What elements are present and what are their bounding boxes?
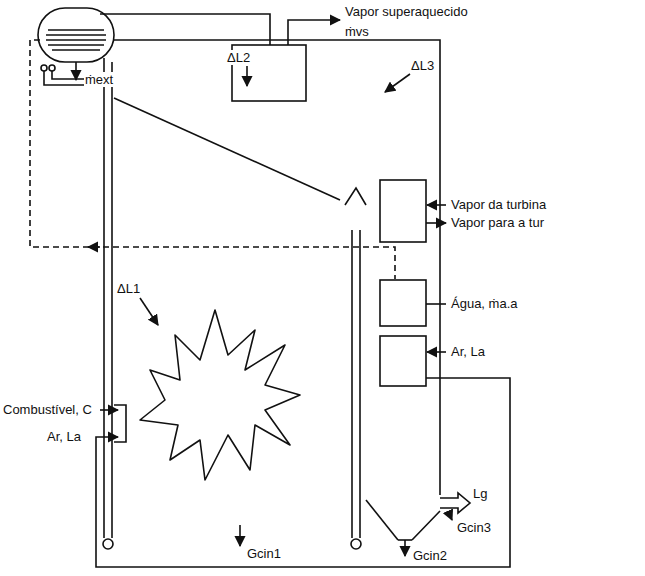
label: Vapor superaquecido [344,4,469,19]
drawing-stroke [52,49,100,51]
drawing-stroke [48,29,104,31]
label: Vapor para a tur [450,215,545,230]
boiler-casing [114,40,440,540]
steam-drum [38,8,114,62]
drawing-stroke [46,39,106,41]
boiler-structure [30,8,510,567]
rear-wall [351,230,353,538]
flue-gas-arrow [440,493,470,513]
ash-arrow [448,511,452,520]
label: Gcin2 [412,548,448,563]
label: Lg [472,486,488,501]
reheater [380,180,426,242]
water-wall [103,58,105,538]
lower-header [351,539,361,549]
furnace-nose [114,98,340,200]
drawing-stroke [359,230,361,538]
label: Gcin1 [246,546,282,561]
label: ṁvs [344,24,370,39]
reheat-outlet [426,222,446,224]
superheated-steam-arrow [288,20,340,45]
drawing-stroke [46,34,106,36]
feedwater-line [426,303,446,305]
label: ΔL3 [410,58,435,73]
lower-header [103,539,113,549]
blowdown-arrow [75,62,77,80]
reheat-inlet [427,204,446,206]
loss-arrow [385,74,410,92]
ash-hopper [366,500,398,540]
label: Água, ṁa.a [450,296,519,311]
loss-arrow [140,298,158,325]
drawing-stroke [48,44,104,46]
ash-arrow [404,540,406,556]
label: ΔL2 [226,50,251,65]
ash-arrow [239,525,241,546]
baffle [345,188,366,205]
label: Ar, La [450,344,486,359]
drawing-stroke [88,246,100,248]
economizer [380,280,426,326]
downcomer-header [49,65,55,71]
label: Gcin3 [456,520,492,535]
label: ΔL1 [116,281,141,296]
label: ṁext [84,72,114,87]
drawing-stroke [111,62,113,538]
feedwater-dashed [30,40,395,279]
air-inlet [427,351,446,353]
loss-arrow [246,66,248,86]
downcomer-header [41,65,47,71]
label: Ar, La [46,429,82,444]
label: Vapor da turbina [450,197,547,212]
label: Combustível, C [2,402,93,417]
fuel-arrow [100,409,118,411]
flame [140,310,300,480]
air-preheater [380,336,426,386]
